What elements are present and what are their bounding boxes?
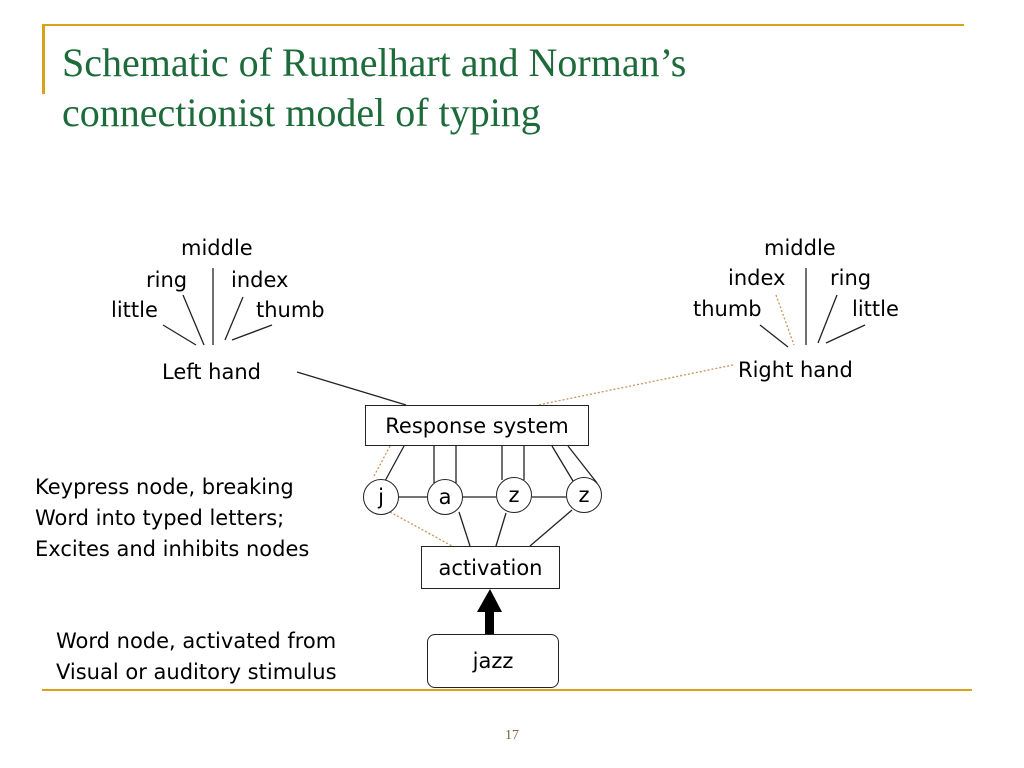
left-finger-thumb: thumb [256,298,325,322]
word-note-line-1: Word node, activated from [56,629,337,653]
rs-to-z2-right [567,445,598,484]
right-finger-middle: middle [764,236,836,260]
title-accent-vertical [42,24,45,94]
activation-box: activation [421,546,560,589]
z2-to-activation [529,509,573,547]
keypress-note: Keypress node, breaking Word into typed … [35,472,309,565]
left-hand-to-response [296,371,407,406]
left-finger-middle: middle [181,236,253,260]
left-index-line [224,296,244,341]
keypress-note-line-2: Word into typed letters; [35,506,285,530]
keypress-node-a: a [427,479,463,515]
response-system-box: Response system [365,405,589,446]
right-finger-little: little [852,297,899,321]
rs-to-j [384,445,405,482]
a-to-activation [458,511,471,547]
footer-rule [42,689,972,691]
keypress-node-z1: z [496,477,532,513]
left-thumb-line [231,324,273,341]
right-index-line [775,294,795,346]
right-ring-line [817,294,838,344]
rs-to-z2-left [551,445,574,482]
right-finger-thumb: thumb [693,297,762,321]
word-note: Word node, activated from Visual or audi… [56,626,337,688]
page-number: 17 [505,728,519,743]
keypress-note-line-1: Keypress node, breaking [35,475,294,499]
left-finger-little: little [111,298,158,322]
rs-to-j-outer [372,445,391,479]
keypress-node-z2: z [566,477,602,513]
word-note-line-2: Visual or auditory stimulus [56,660,337,684]
right-hand-label: Right hand [738,358,853,382]
right-finger-index: index [728,266,786,290]
title-accent-horizontal [42,24,964,26]
keypress-node-j: j [363,479,399,515]
z1-to-activation [495,512,507,547]
left-finger-index: index [231,268,289,292]
arrow-head [477,589,502,612]
word-node-jazz: jazz [427,634,559,688]
title-line-2: connectionist model of typing [62,90,541,135]
right-thumb-line [759,324,789,348]
right-finger-ring: ring [830,266,872,290]
j-to-activation [389,511,453,547]
left-ring-line [182,294,205,346]
left-little-line [162,324,197,346]
title-line-1: Schematic of Rumelhart and Norman’s [62,40,687,85]
left-hand-label: Left hand [162,360,262,384]
slide-title: Schematic of Rumelhart and Norman’s conn… [62,38,962,138]
right-hand-to-response [537,364,734,406]
left-finger-ring: ring [146,268,188,292]
right-little-line [825,324,866,344]
keypress-note-line-3: Excites and inhibits nodes [35,537,310,561]
arrow-shaft [485,610,494,634]
